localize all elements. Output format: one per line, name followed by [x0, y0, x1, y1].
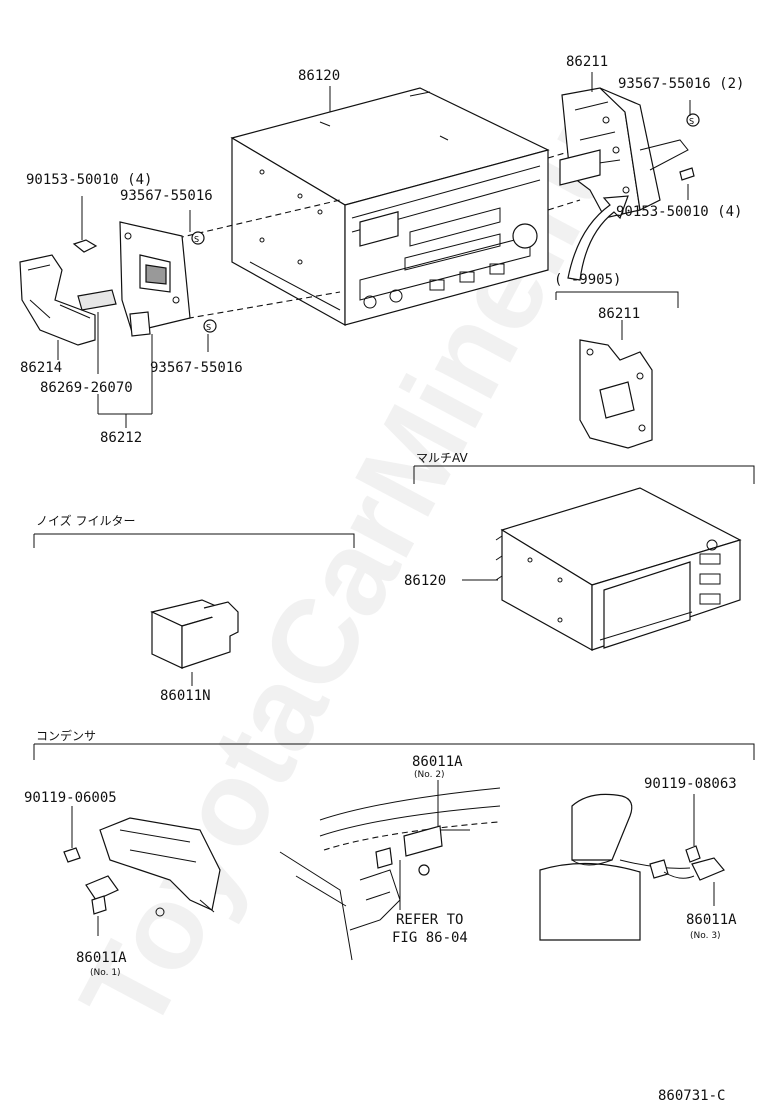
label-86011N: 86011N — [160, 688, 211, 704]
condenser-no3-drawing — [539, 793, 725, 941]
label-93567-55016-right: 93567-55016 (2) — [618, 76, 744, 92]
label-variant-9905: ( -9905) — [554, 272, 621, 288]
label-refer-to: REFER TO — [396, 912, 463, 928]
label-86214: 86214 — [20, 360, 62, 376]
condenser-no2-drawing — [279, 787, 501, 961]
label-86011A-no2: 86011A — [412, 754, 463, 770]
label-86011A-no3: 86011A — [686, 912, 737, 928]
note-no2: (No. 2) — [414, 770, 445, 780]
label-90119-08063: 90119-08063 — [644, 776, 737, 792]
screw-symbol-right — [686, 113, 700, 127]
label-86211-variant: 86211 — [598, 306, 640, 322]
heading-condenser: コンデンサ — [36, 728, 96, 743]
label-86120-top: 86120 — [298, 68, 340, 84]
bracket-86214-drawing — [19, 254, 96, 346]
label-93567-55016-lower: 93567-55016 — [150, 360, 243, 376]
note-no1: (No. 1) — [90, 968, 121, 978]
label-90153-50010-left: 90153-50010 (4) — [26, 172, 152, 188]
screw-symbol-left-upper — [191, 231, 205, 245]
multi-av-unit-drawing — [495, 487, 742, 652]
bracket-86211-drawing — [559, 87, 689, 219]
label-86212: 86212 — [100, 430, 142, 446]
radio-unit-drawing — [230, 87, 550, 327]
screw-s-glyph-left-lower: S — [206, 323, 211, 332]
label-93567-55016-upper: 93567-55016 — [120, 188, 213, 204]
noise-filter-drawing — [150, 599, 239, 669]
label-86011A-no1: 86011A — [76, 950, 127, 966]
screw-s-glyph-right: S — [689, 117, 694, 126]
label-90153-50010-right: 90153-50010 (4) — [616, 204, 742, 220]
bolt-symbol-left — [72, 239, 98, 253]
label-86211-top: 86211 — [566, 54, 608, 70]
label-86269-26070: 86269-26070 — [40, 380, 133, 396]
label-fig-86-04: FIG 86-04 — [392, 930, 468, 946]
bolt-symbol-right — [679, 167, 695, 181]
direction-arrow — [567, 195, 629, 281]
condenser-no1-drawing — [63, 817, 221, 917]
spacer-86269-drawing — [77, 289, 117, 311]
label-86120-multi-av: 86120 — [404, 573, 446, 589]
heading-multi-av: マルチAV — [416, 451, 468, 465]
bracket-left-drawing — [119, 221, 191, 337]
screw-symbol-left-lower — [203, 319, 217, 333]
note-no3: (No. 3) — [690, 931, 721, 941]
figure-code: 860731-C — [658, 1088, 725, 1104]
heading-noise-filter: ノイズ フイルター — [36, 513, 135, 528]
variant-bracket-drawing — [579, 339, 653, 449]
label-90119-06005: 90119-06005 — [24, 790, 117, 806]
screw-s-glyph-left-upper: S — [194, 235, 199, 244]
